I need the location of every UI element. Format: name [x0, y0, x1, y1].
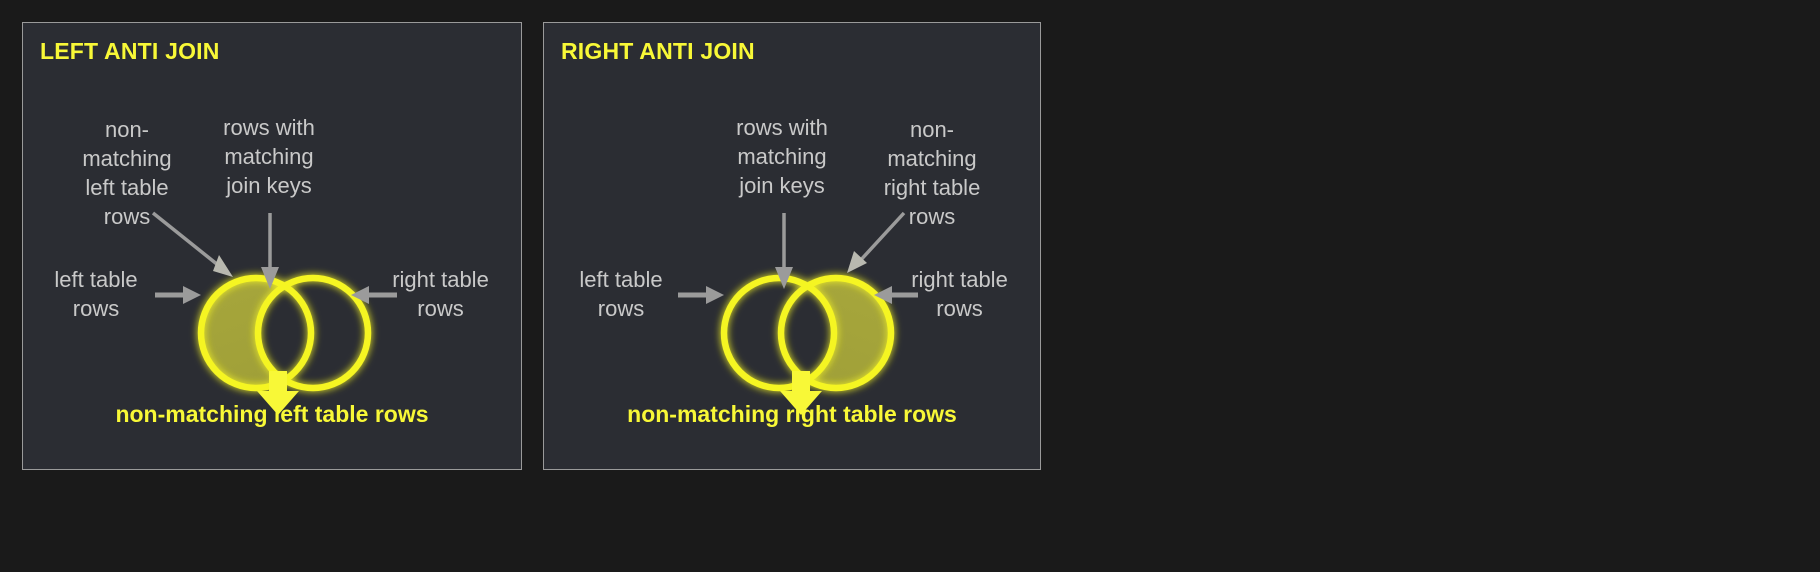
arrow-to-overlap [775, 213, 793, 289]
panel-title: RIGHT ANTI JOIN [561, 38, 755, 64]
result-caption: non-matching left table rows [115, 401, 429, 427]
venn-circle-right [254, 274, 372, 392]
result-caption: non-matching right table rows [627, 401, 957, 427]
venn-circle-left [720, 274, 838, 392]
annotation-rows-with-matching-join-keys: rows with matching join keys [223, 115, 315, 198]
venn-circle-left [197, 274, 315, 392]
annotation-left-table-rows: left table rows [579, 267, 663, 321]
annotation-left-table-rows: left table rows [54, 267, 138, 321]
annotation-non-matching-left-table-rows: non- matching left table rows [82, 117, 172, 229]
venn-circle-outlines [720, 274, 895, 392]
annotation-non-matching-right-table-rows: non- matching right table rows [883, 117, 981, 229]
venn-circle-right [777, 274, 895, 392]
annotation-right-table-rows: right table rows [392, 267, 489, 321]
annotation-rows-with-matching-join-keys: rows with matching join keys [736, 115, 828, 198]
panel-left-anti-join: LEFT ANTI JOIN non- matching left table … [22, 22, 523, 471]
panel-right-anti-join: RIGHT ANTI JOIN rows with matching join … [543, 22, 1042, 471]
venn-circle-outlines [197, 274, 372, 392]
arrow-to-overlap [261, 213, 279, 289]
annotation-right-table-rows: right table rows [911, 267, 1008, 321]
arrow-left-table-rows [155, 286, 201, 304]
panel-title: LEFT ANTI JOIN [40, 38, 220, 64]
